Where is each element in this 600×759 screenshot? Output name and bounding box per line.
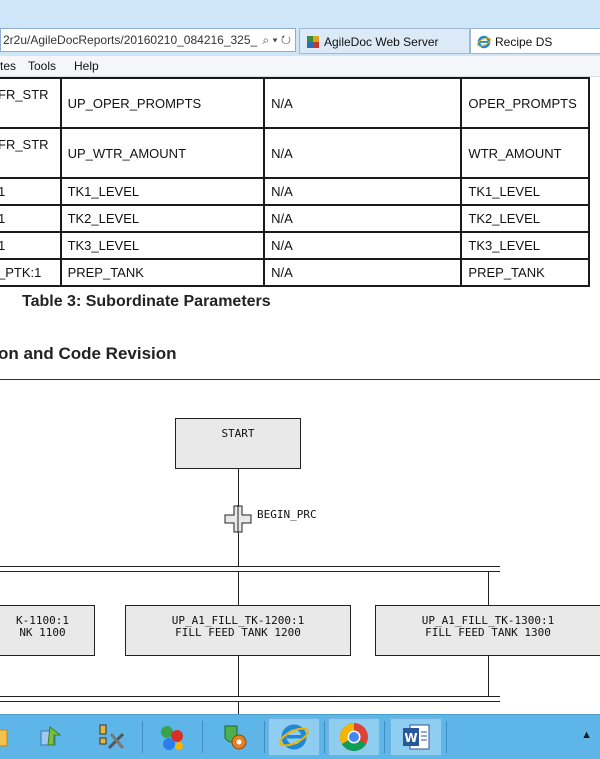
table-cell: N/A [263, 127, 463, 179]
table-cell: UP_OPER_PROMPTS [59, 77, 266, 129]
step-box-1100: K-1100:1 NK 1100 [0, 605, 95, 656]
taskbar-separator [264, 721, 265, 753]
divergence-line-top [0, 566, 500, 567]
table-cell: 1 [0, 231, 62, 260]
browser-chrome: 2r2u/AgileDocReports/20160210_084216_325… [0, 0, 600, 56]
convergence-line-bottom [0, 701, 500, 702]
file-explorer-icon[interactable] [0, 718, 22, 756]
step-name: K-1100:1 [16, 614, 69, 627]
table-row: 1 TK2_LEVEL N/A TK2_LEVEL [0, 204, 590, 233]
table-cell: 1 [0, 204, 62, 233]
address-actions: ⌕ ▾ ↻ [262, 29, 291, 51]
address-text: 2r2u/AgileDocReports/20160210_084216_325… [3, 33, 258, 47]
table-cell: TK1_LEVEL [460, 177, 590, 206]
table-cell: PREP_TANK [59, 258, 266, 287]
taskbar-separator [446, 721, 447, 753]
tab-agiledoc[interactable]: AgileDoc Web Server [299, 28, 470, 54]
table-row: _PTK:1 PREP_TANK N/A PREP_TANK [0, 258, 590, 287]
branch-line [488, 571, 489, 605]
section-heading: on and Code Revision [0, 344, 177, 363]
convergence-line-top [0, 696, 500, 697]
branch-line [488, 656, 489, 696]
taskbar-separator [202, 721, 203, 753]
table-cell: _PTK:1 [0, 258, 62, 287]
divergence-line-bottom [0, 571, 500, 572]
tab-label: AgileDoc Web Server [324, 35, 439, 49]
table-cell: TK2_LEVEL [59, 204, 266, 233]
agiledoc-icon [307, 35, 319, 48]
table-cell: N/A [263, 77, 463, 129]
tab-label: Recipe DS [495, 35, 553, 49]
menu-item-help[interactable]: Help [74, 59, 99, 73]
table-row: 1 TK3_LEVEL N/A TK3_LEVEL [0, 231, 590, 260]
svg-text:W: W [404, 731, 417, 745]
taskbar-separator [142, 721, 143, 753]
table-cell: N/A [263, 231, 463, 260]
step-description: FILL FEED TANK 1200 [175, 626, 301, 639]
table-cell: TK2_LEVEL [460, 204, 590, 233]
document-view[interactable]: FR_STR UP_OPER_PROMPTS N/A OPER_PROMPTS … [0, 77, 600, 714]
table-cell: TK3_LEVEL [59, 231, 266, 260]
step-box-1200: UP_A1_FILL_TK-1200:1 FILL FEED TANK 1200 [125, 605, 351, 656]
connector-line [238, 469, 239, 531]
network-icon[interactable] [146, 718, 198, 756]
step-name: UP_A1_FILL_TK-1200:1 [171, 614, 305, 627]
table-row: 1 TK1_LEVEL N/A TK1_LEVEL [0, 177, 590, 206]
branch-line [238, 656, 239, 696]
step-description: NK 1100 [19, 626, 66, 639]
start-step-label: START [221, 427, 255, 440]
address-bar[interactable]: 2r2u/AgileDocReports/20160210_084216_325… [0, 28, 296, 52]
taskbar-separator [324, 721, 325, 753]
tools-icon[interactable] [86, 718, 138, 756]
chevron-down-icon[interactable]: ▾ [272, 33, 278, 47]
start-step-box: START [175, 418, 301, 469]
parameters-table: FR_STR UP_OPER_PROMPTS N/A OPER_PROMPTS … [0, 77, 590, 287]
refresh-icon[interactable]: ↻ [280, 33, 291, 47]
ie-icon [477, 35, 491, 49]
tray-expand-icon[interactable]: ▲ [581, 729, 592, 741]
step-name: UP_A1_FILL_TK-1300:1 [421, 614, 555, 627]
step-box-1300: UP_A1_FILL_TK-1300:1 FILL FEED TANK 1300 [375, 605, 600, 656]
connector-line [238, 702, 239, 714]
table-cell: WTR_AMOUNT [460, 127, 590, 179]
tab-recipe-ds[interactable]: Recipe DS [470, 28, 600, 54]
taskbar: W ▲ [0, 714, 600, 759]
table-cell: TK3_LEVEL [460, 231, 590, 260]
ie-icon[interactable] [268, 718, 320, 756]
connector-line [238, 533, 239, 566]
branch-line [238, 571, 239, 605]
section-divider [0, 379, 600, 380]
table-cell: TK1_LEVEL [59, 177, 266, 206]
table-cell: 1 [0, 177, 62, 206]
menu-item-tools[interactable]: Tools [28, 59, 57, 73]
word-icon[interactable]: W [390, 718, 442, 756]
table-cell: N/A [263, 177, 463, 206]
transition-label: BEGIN_PRC [257, 508, 317, 521]
menu-bar: tes Tools Help [0, 56, 600, 77]
table-cell: OPER_PROMPTS [460, 77, 590, 129]
table-caption: Table 3: Subordinate Parameters [22, 293, 271, 310]
table-cell: N/A [263, 258, 463, 287]
chrome-icon[interactable] [328, 718, 380, 756]
table-row: FR_STR UP_OPER_PROMPTS N/A OPER_PROMPTS [0, 77, 590, 129]
table-cell: FR_STR [0, 77, 62, 129]
search-icon[interactable]: ⌕ [262, 33, 270, 47]
table-row: FR_STR UP_WTR_AMOUNT N/A WTR_AMOUNT [0, 127, 590, 179]
table-cell: FR_STR [0, 127, 62, 179]
install-icon[interactable] [24, 718, 76, 756]
table-cell: PREP_TANK [460, 258, 590, 287]
table-cell: UP_WTR_AMOUNT [59, 127, 266, 179]
transition-cross-icon [224, 505, 252, 533]
menu-item-favorites[interactable]: tes [0, 59, 17, 73]
table-cell: N/A [263, 204, 463, 233]
taskbar-separator [384, 721, 385, 753]
shield-gear-icon[interactable] [208, 718, 260, 756]
step-description: FILL FEED TANK 1300 [425, 626, 551, 639]
